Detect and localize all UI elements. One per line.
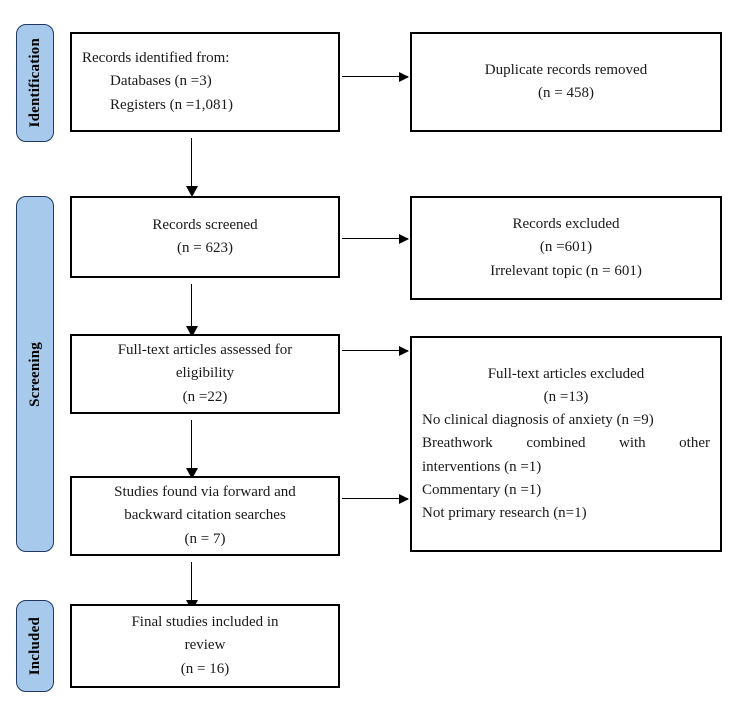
arrow-citations-to-final	[185, 562, 198, 611]
stage-label-screening: Screening	[26, 341, 43, 407]
arrowhead-icon	[399, 233, 409, 244]
fulltext-excluded-count: (n =13)	[543, 388, 589, 405]
arrow-screened-to-excluded	[342, 233, 409, 244]
fulltext-excluded-reason-2: Breathwork combined with other	[422, 435, 710, 452]
records-screened-line-1: Records screened	[152, 216, 258, 233]
stage-label-included: Included	[26, 616, 43, 676]
fulltext-assessed-line-1: Full-text articles assessed for	[117, 342, 293, 359]
fulltext-excluded-reason-4: Commentary (n =1)	[422, 481, 542, 498]
box-records-screened: Records screened (n = 623)	[70, 196, 340, 278]
fulltext-assessed-line-2: eligibility	[175, 365, 235, 382]
stage-pill-included: Included	[16, 600, 54, 692]
records-excluded-line-2: (n =601)	[539, 239, 593, 256]
records-excluded-line-3: Irrelevant topic (n = 601)	[490, 262, 642, 279]
arrowhead-icon	[399, 71, 409, 82]
stage-pill-screening: Screening	[16, 196, 54, 552]
arrowhead-icon	[185, 186, 198, 197]
fulltext-excluded-reason-5: Not primary research (n=1)	[422, 505, 587, 522]
citation-searches-line-1: Studies found via forward and	[114, 484, 296, 501]
citation-searches-line-3: (n = 7)	[184, 530, 226, 547]
final-included-line-2: review	[184, 637, 226, 654]
arrow-identified-to-duplicates	[342, 71, 409, 82]
records-screened-line-2: (n = 623)	[177, 240, 233, 256]
duplicates-removed-line-2: (n = 458)	[538, 85, 594, 101]
fulltext-assessed-line-3: (n =22)	[182, 388, 228, 405]
box-final-studies-included: Final studies included in review (n = 16…	[70, 604, 340, 688]
box-fulltext-excluded: Full-text articles excluded (n =13) No c…	[410, 336, 722, 552]
fulltext-excluded-reason-3: interventions (n =1)	[422, 458, 542, 475]
arrow-fulltext-to-excluded	[342, 345, 409, 356]
duplicates-removed-line-1: Duplicate records removed	[484, 61, 648, 78]
records-identified-line-2: Databases (n =3)	[110, 73, 212, 90]
box-duplicate-records-removed: Duplicate records removed (n = 458)	[410, 32, 722, 132]
records-excluded-line-1: Records excluded	[512, 216, 620, 233]
box-records-excluded: Records excluded (n =601) Irrelevant top…	[410, 196, 722, 300]
final-included-line-3: (n = 16)	[180, 660, 230, 677]
citation-searches-line-2: backward citation searches	[124, 507, 286, 524]
box-citation-searches: Studies found via forward and backward c…	[70, 476, 340, 556]
records-identified-line-3: Registers (n =1,081)	[110, 96, 234, 113]
arrow-fulltext-to-citations	[185, 420, 198, 479]
fulltext-excluded-reason-1: No clinical diagnosis of anxiety (n =9)	[422, 412, 654, 429]
records-identified-line-1: Records identified from:	[82, 50, 230, 67]
arrow-identified-to-screened	[185, 138, 198, 197]
arrow-screened-to-fulltext	[185, 284, 198, 337]
arrowhead-icon	[185, 326, 198, 337]
box-fulltext-assessed: Full-text articles assessed for eligibil…	[70, 334, 340, 414]
arrowhead-icon	[399, 345, 409, 356]
box-records-identified: Records identified from: Databases (n =3…	[70, 32, 340, 132]
arrowhead-icon	[399, 493, 409, 504]
final-included-line-1: Final studies included in	[131, 614, 279, 631]
fulltext-excluded-heading: Full-text articles excluded	[487, 365, 645, 382]
arrow-citations-to-excluded	[342, 493, 409, 504]
arrowhead-icon	[185, 468, 198, 479]
stage-pill-identification: Identification	[16, 24, 54, 142]
stage-label-identification: Identification	[26, 38, 43, 128]
